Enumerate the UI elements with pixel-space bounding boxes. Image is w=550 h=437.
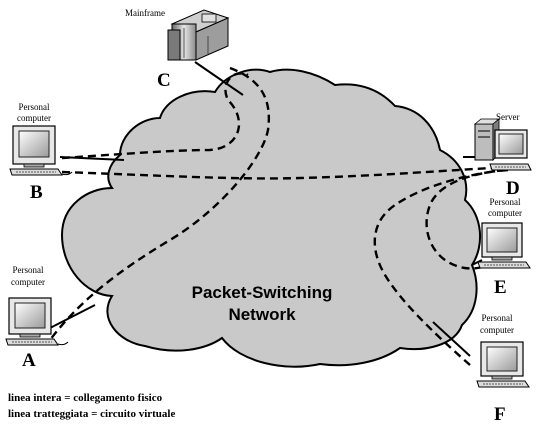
computer-e-type-line2: computer: [488, 208, 522, 218]
server-d-type: Server: [496, 112, 520, 122]
computer-a-label: A: [22, 350, 36, 371]
server-d-label: D: [506, 178, 520, 199]
computer-b: Personal computer B: [9, 102, 73, 203]
physical-link-b: [59, 156, 125, 161]
computer-e-type-line1: Personal: [490, 197, 521, 207]
computer-b-label: B: [30, 182, 43, 203]
cloud-label-line1: Packet-Switching: [192, 283, 333, 302]
computer-f-type-line2: computer: [480, 325, 514, 335]
personal-computer-icon: [477, 222, 531, 269]
server-icon: [473, 118, 532, 171]
virtual-circuits: [49, 66, 511, 366]
computer-b-type-line1: Personal: [19, 102, 50, 112]
computer-f: Personal computer F: [476, 313, 530, 425]
legend-dashed-line: linea tratteggiata = circuito virtuale: [8, 408, 175, 420]
computer-f-label: F: [494, 404, 506, 425]
server-d: Server D: [473, 112, 532, 199]
cloud-label-line2: Network: [228, 305, 296, 324]
personal-computer-icon: [476, 341, 530, 388]
mainframe-c: Mainframe C: [125, 8, 230, 91]
virtual-circuit-b-d: [61, 165, 511, 180]
computer-f-type-line1: Personal: [482, 313, 513, 323]
mainframe-icon: [167, 9, 230, 61]
legend-solid-line: linea intera = collegamento fisico: [8, 392, 163, 404]
personal-computer-icon: [5, 297, 69, 346]
virtual-circuit-d-f: [373, 168, 506, 366]
network-cloud: [60, 68, 482, 368]
computer-a-type-line1: Personal: [13, 265, 44, 275]
personal-computer-icon: [9, 125, 73, 176]
physical-link-a: [49, 304, 96, 329]
virtual-circuit-b-c: [61, 72, 249, 160]
computer-a: Personal computer A: [5, 265, 69, 371]
physical-link-f: [432, 321, 471, 357]
mainframe-c-label: C: [157, 70, 171, 91]
computer-e-label: E: [494, 277, 507, 298]
mainframe-c-type: Mainframe: [125, 8, 165, 18]
virtual-circuit-d-e: [425, 168, 509, 270]
computer-a-type-line2: computer: [11, 277, 45, 287]
virtual-circuit-c-a: [49, 66, 270, 341]
physical-link-c: [194, 61, 244, 96]
computer-e: Personal computer E: [477, 197, 531, 298]
physical-link-e: [471, 259, 483, 266]
computer-b-type-line2: computer: [17, 113, 51, 123]
